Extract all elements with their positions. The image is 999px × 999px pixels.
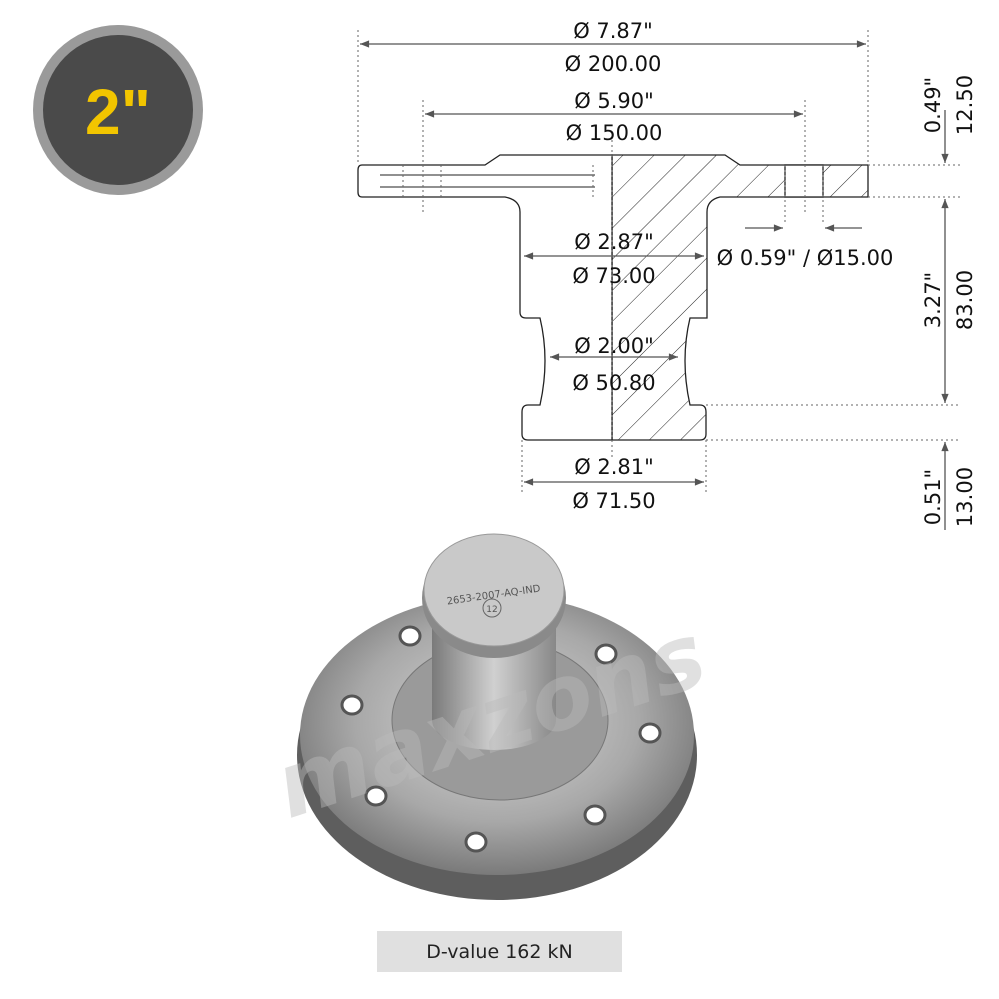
dim-hole: Ø 0.59" / Ø15.00 — [717, 246, 894, 270]
dimension-arrows — [359, 40, 949, 530]
dim-pin-mm: Ø 50.80 — [572, 371, 655, 395]
dim-collar-in: Ø 2.81" — [574, 455, 654, 479]
dim-pin-in: Ø 2.00" — [574, 334, 654, 358]
dimension-labels: Ø 7.87" Ø 200.00 Ø 5.90" Ø 150.00 Ø 2.87… — [565, 19, 977, 527]
dim-flange-thk-in: 0.49" — [921, 77, 945, 133]
dim-collar-thk-in: 0.51" — [921, 469, 945, 525]
dim-pin-len-in: 3.27" — [921, 272, 945, 328]
dim-overall-in: Ø 7.87" — [573, 19, 653, 43]
dim-bolt-circle-in: Ø 5.90" — [574, 89, 654, 113]
d-value-label: D-value 162 kN — [377, 931, 622, 972]
extension-lines — [357, 30, 960, 495]
dim-body-mm: Ø 73.00 — [572, 264, 655, 288]
product-photo: 2653-2007-AQ-IND 12 — [297, 533, 697, 900]
dim-collar-mm: Ø 71.50 — [572, 489, 655, 513]
dim-overall-mm: Ø 200.00 — [565, 52, 662, 76]
dim-flange-thk-mm: 12.50 — [953, 75, 977, 135]
dim-pin-len-mm: 83.00 — [953, 270, 977, 330]
badge-label: 2" — [85, 76, 151, 148]
dim-collar-thk-mm: 13.00 — [953, 467, 977, 527]
dim-body-in: Ø 2.87" — [574, 230, 654, 254]
dim-bolt-circle-mm: Ø 150.00 — [566, 121, 663, 145]
stamp: 12 — [486, 605, 497, 615]
part-section — [357, 154, 869, 441]
size-badge: 2" — [33, 25, 203, 195]
bolt-holes — [340, 625, 662, 853]
